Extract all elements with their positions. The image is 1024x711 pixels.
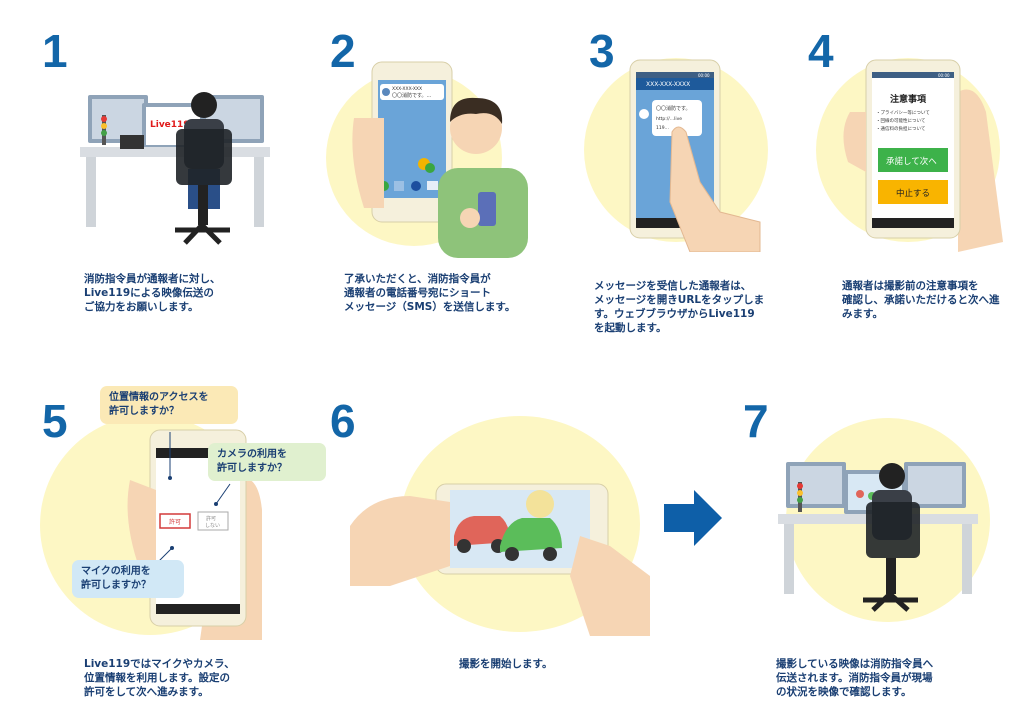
camera-permission-bubble: カメラの利用を 許可しますか？	[208, 443, 326, 481]
cancel-button-label: 中止する	[896, 188, 930, 199]
accept-button-label: 承諾して次へ	[886, 156, 937, 167]
accept-button[interactable]: 承諾して次へ	[878, 148, 948, 172]
status-time-4: 00:00	[938, 73, 950, 78]
step-4-caption: 通報者は撮影前の注意事項を 確認し、承諾いただけると次へ進 みます。	[842, 280, 1000, 320]
allow-button-label: 許可	[169, 518, 181, 526]
step-7-illustration	[778, 418, 990, 622]
step-6-number: 6	[330, 395, 356, 447]
step-6-caption: 撮影を開始します。	[459, 658, 553, 670]
step-7-caption: 撮影している映像は消防指令員へ 伝送されます。消防指令員が現場 の状況を映像で確…	[776, 658, 934, 698]
step-4-number: 4	[808, 25, 834, 77]
step-3-caption: メッセージを受信した通報者は、 メッセージを開きURLをタップしま す。ウェブブ…	[594, 280, 765, 334]
mic-permission-bubble: マイクの利用を 許可しますか？	[72, 560, 184, 598]
step-3-illustration: 00:00 XXX-XXX-XXXX 〇〇消防です。 http://...liv…	[584, 58, 768, 252]
location-permission-bubble: 位置情報のアクセスを 許可しますか？	[100, 386, 238, 424]
cancel-button[interactable]: 中止する	[878, 180, 948, 204]
monitor-label: Live119	[150, 120, 190, 130]
step-5-caption: Live119ではマイクやカメラ、 位置情報を利用します。設定の 許可をして次へ…	[84, 658, 235, 698]
step-7-number: 7	[743, 395, 769, 447]
allow-button[interactable]: 許可	[159, 513, 191, 529]
deny-button[interactable]: 許可 しない	[197, 511, 229, 531]
step-2-number: 2	[330, 25, 356, 77]
notice-title: 注意事項	[890, 93, 927, 105]
notice-item-2: ・回線の可能性について	[876, 117, 925, 124]
step-5-number: 5	[42, 395, 68, 447]
step-1-illustration: Live119	[80, 92, 270, 245]
step-5-illustration: 許可 許可 しない	[40, 415, 262, 640]
step-1-number: 1	[42, 25, 68, 77]
deny-button-label: 許可	[206, 515, 216, 522]
step-1-caption: 消防指令員が通報者に対し、 Live119による映像伝送の ご協力をお願いします…	[84, 273, 221, 313]
phone-header: XXX-XXX-XXXX	[646, 81, 690, 88]
notice-item-1: ・プライバシー等について	[876, 109, 930, 116]
step-6-illustration	[350, 416, 650, 636]
msg-line-1: 〇〇消防です。	[656, 105, 691, 112]
svg-text:しない: しない	[205, 522, 220, 529]
status-time: 00:00	[698, 73, 710, 78]
step-4-illustration: 00:00 注意事項 ・プライバシー等について ・回線の可能性について ・通信料…	[816, 58, 1003, 252]
step-2-illustration: XXX-XXX-XXX 〇〇消防です。...	[326, 61, 528, 258]
sms-preview: 〇〇消防です。...	[392, 92, 432, 99]
step-3-number: 3	[589, 25, 615, 77]
step-2-caption: 了承いただくと、消防指令員が 通報者の電話番号宛にショート メッセージ（SMS）…	[344, 273, 516, 313]
msg-line-2: http://...live	[656, 116, 682, 122]
sms-sender: XXX-XXX-XXX	[392, 86, 422, 92]
arrow-right-icon	[664, 490, 722, 546]
msg-line-3: 119...	[656, 125, 669, 131]
notice-item-3: ・通信料の負担について	[876, 125, 925, 132]
